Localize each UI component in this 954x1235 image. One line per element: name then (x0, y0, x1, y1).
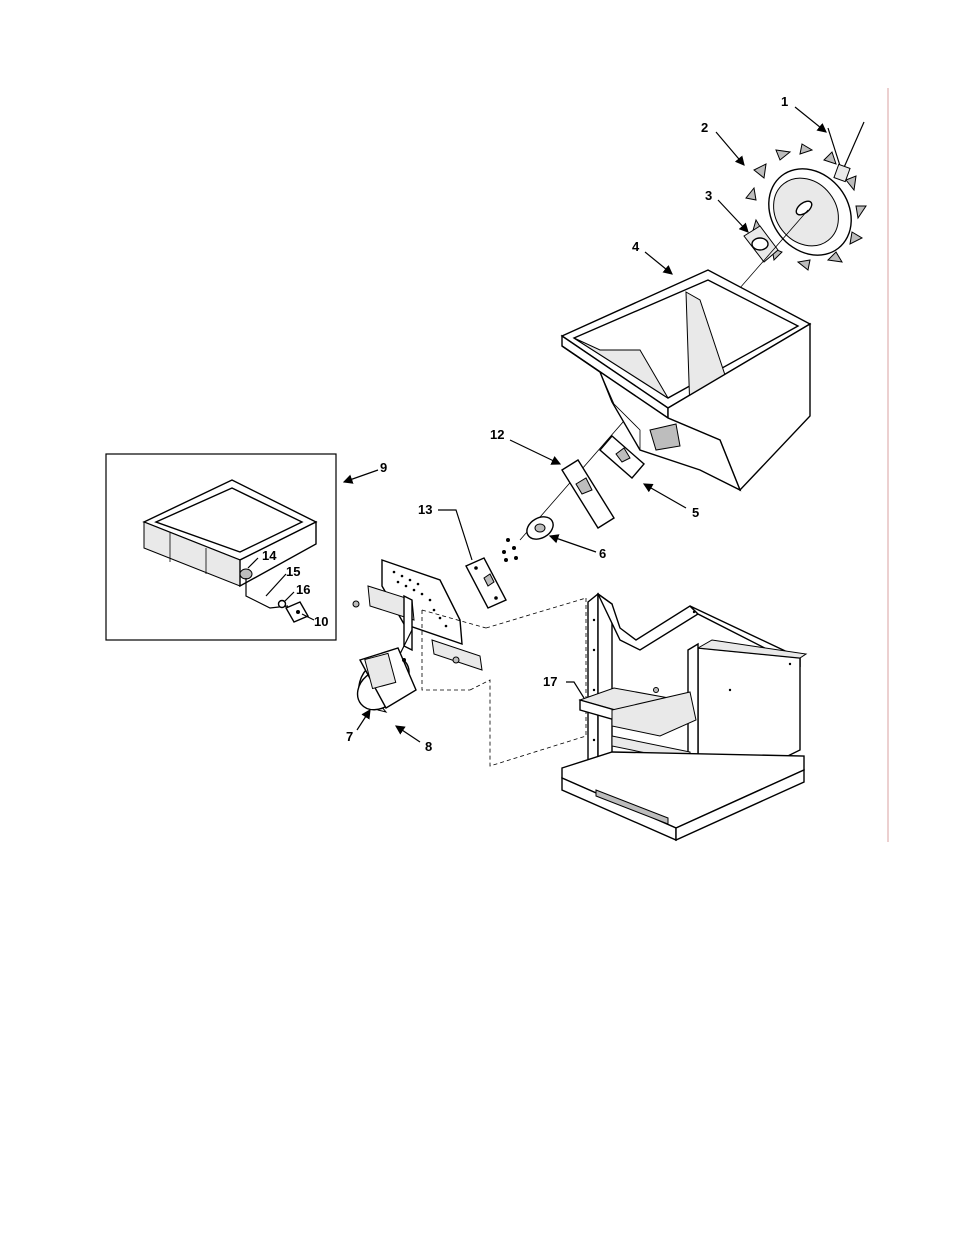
callout-15: 15 (286, 564, 300, 579)
callout-2: 2 (701, 120, 708, 135)
inset-box-part-9 (106, 454, 336, 640)
part-7-motor (350, 647, 419, 718)
part-4-hopper (562, 270, 810, 490)
callout-4: 4 (632, 239, 640, 254)
part-12-gasket (562, 460, 614, 528)
callout-14: 14 (262, 548, 277, 563)
callout-7: 7 (346, 729, 353, 744)
part-17-frame (562, 594, 806, 840)
part-6-bearing-flange (502, 512, 557, 562)
part-1-shaft (828, 122, 864, 182)
callout-5: 5 (692, 505, 699, 520)
callout-3: 3 (705, 188, 712, 203)
callout-9: 9 (380, 460, 387, 475)
callout-8: 8 (425, 739, 432, 754)
callout-10: 10 (314, 614, 328, 629)
motor-bracket (353, 560, 482, 670)
callout-1: 1 (781, 94, 788, 109)
callout-12: 12 (490, 427, 504, 442)
callout-6: 6 (599, 546, 606, 561)
part-3-hub-plate (744, 226, 778, 262)
callout-17: 17 (543, 674, 557, 689)
part-13-mounting-plate (466, 558, 506, 608)
callout-13: 13 (418, 502, 432, 517)
callout-16: 16 (296, 582, 310, 597)
